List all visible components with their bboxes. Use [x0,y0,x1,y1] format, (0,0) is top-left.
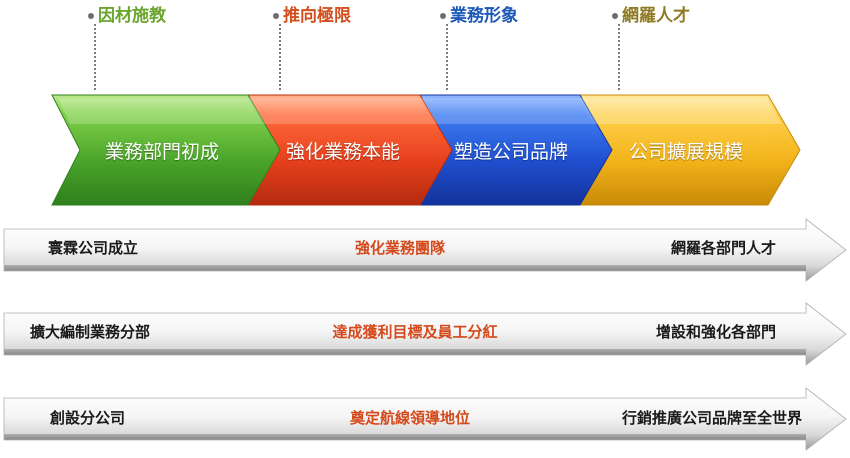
callout-4: 網羅人才 [612,4,690,28]
callout-1: 因材施教 [88,4,166,28]
callout-2: 推向極限 [273,4,351,28]
phase-4-label: 公司擴展規模 [628,141,743,163]
bullet-dot-icon [273,13,279,19]
arrow-band-1 [3,218,847,282]
row-1-middle: 強化業務團隊 [354,239,445,257]
row-2-left: 擴大編制業務分部 [30,323,151,341]
row-2-right: 增設和強化各部門 [655,323,776,341]
callout-line-3 [446,24,448,90]
row-3-middle: 奠定航線領導地位 [349,409,470,427]
row-2-middle: 達成獲利目標及員工分紅 [332,323,498,341]
callout-3: 業務形象 [440,4,518,28]
bullet-dot-icon [612,13,618,19]
arrow-band-2 [3,302,847,366]
gloss-2 [246,98,434,124]
bullet-dot-icon [88,13,94,19]
phase-chevron-1 [51,94,281,206]
callout-3-label: 業務形象 [450,6,518,26]
callout-2-label: 推向極限 [283,6,351,26]
row-3-right: 行銷推廣公司品牌至全世界 [621,409,802,427]
row-3-left: 創設分公司 [50,409,126,427]
gloss-3 [418,98,594,124]
gloss-4 [578,98,782,124]
phase-chevrons [51,94,801,206]
callout-4-label: 網羅人才 [622,6,690,26]
arrow-band-3 [3,387,847,451]
bullet-dot-icon [440,13,446,19]
callout-line-1 [94,24,96,90]
row-1-left: 寰霖公司成立 [48,239,139,257]
phase-3-label: 塑造公司品牌 [453,141,568,163]
phase-2-label: 強化業務本能 [285,141,400,163]
row-1-right: 網羅各部門人才 [670,239,776,257]
gloss-1 [58,98,262,124]
phase-1-label: 業務部門初成 [104,141,219,163]
callout-line-2 [279,24,281,90]
callout-line-4 [618,24,620,90]
callout-1-label: 因材施教 [98,6,166,26]
